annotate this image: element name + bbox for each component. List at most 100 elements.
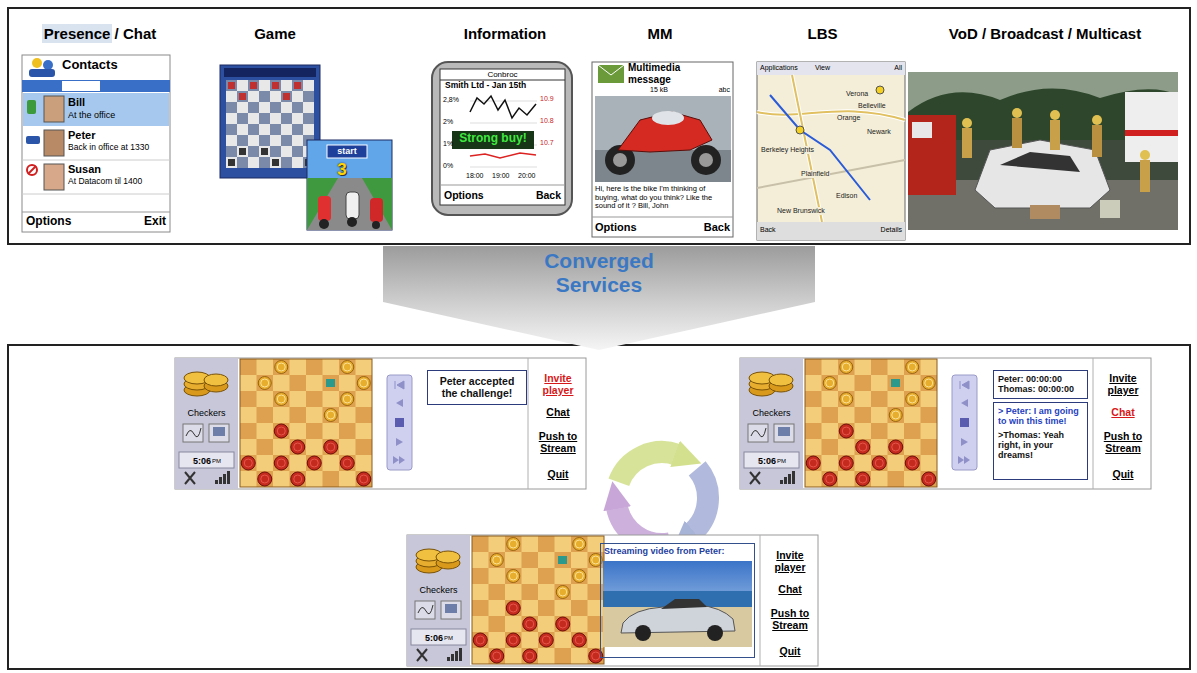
mms-screenshot (652, 111, 684, 125)
service-panel-frame (8, 8, 1190, 669)
game-title: Checkers (742, 408, 801, 418)
service-heading: Presence / Chat (17, 25, 183, 42)
clock-suffix: PM (444, 635, 460, 642)
message-screen-text: 15 kB (650, 86, 680, 94)
timer-text: Thomas: 00:00:00 (998, 384, 1083, 394)
map-text: Applications (760, 64, 810, 72)
service-column: MM (585, 22, 735, 46)
message-screen-text: Multimedia message (628, 62, 723, 85)
chess-game-screenshot (261, 148, 268, 155)
mms-screenshot (595, 96, 731, 182)
chess-game-screenshot (239, 148, 246, 155)
racing-game-screenshot (370, 198, 383, 222)
status-message: Peter accepted the challenge! (432, 375, 522, 399)
menu-link: Invite player (531, 372, 585, 396)
chess-game-screenshot (294, 82, 301, 89)
map-text: Orange (836, 114, 861, 122)
news-video-photo (1092, 115, 1102, 125)
video-caption: Streaming video from Peter: (604, 546, 751, 556)
news-video-photo (1140, 160, 1150, 192)
stock-screen-text: Conbroc (445, 70, 560, 79)
message-screen-text: Options (595, 221, 645, 234)
contacts-screenshot (43, 60, 53, 70)
menu-link: Chat (531, 406, 585, 418)
news-video-photo (908, 115, 956, 195)
news-video-photo (1050, 110, 1060, 120)
map-text: Belleville (857, 102, 887, 110)
game-screen-art (740, 358, 1151, 489)
message-screen-text: Back (680, 221, 730, 234)
converge-arrow: Converged Services (383, 246, 815, 350)
contacts-screenshot (22, 194, 170, 195)
stock-screen-text: Strong buy! (453, 132, 533, 146)
menu-link: Push to Stream (763, 607, 817, 631)
map-screenshot (757, 62, 905, 240)
stock-screenshot (470, 167, 537, 168)
video-box: Streaming video from Peter: (600, 543, 755, 658)
game-screen: Checkers5:06PMInvite playerChatPush to S… (407, 535, 818, 666)
game-screen-art (407, 535, 818, 666)
service-column: Information (420, 22, 590, 46)
message-screen-text: Hi, here is the bike I'm thinking of buy… (595, 185, 731, 211)
game-screen-art (528, 358, 529, 489)
service-column: Game (200, 22, 350, 46)
contacts-screenshot (22, 55, 170, 232)
stock-screen-text: Smith Ltd - Jan 15th (445, 81, 560, 91)
game-screen-art (805, 359, 937, 487)
menu-link: Push to Stream (531, 430, 585, 454)
service-heading: Game (202, 25, 348, 42)
message-screen-text: abc (708, 86, 730, 94)
racing-game-screenshot (307, 140, 392, 230)
chess-game-screenshot (272, 82, 279, 89)
chess-game-screenshot (220, 65, 320, 178)
service-panel-frame (8, 345, 1190, 669)
service-heading: MM (587, 25, 733, 42)
menu-link: Quit (1096, 468, 1150, 480)
chess-game-screenshot (239, 93, 246, 100)
contacts-screenshot (22, 80, 170, 92)
chess-game-screenshot (250, 82, 257, 89)
contacts-screenshot (29, 69, 55, 77)
map-screenshot (757, 111, 905, 120)
mms-screenshot (691, 145, 721, 175)
game-screen-art (740, 358, 1151, 489)
game-screen-art (175, 358, 586, 489)
racing-game-screenshot (327, 145, 367, 158)
contact-list-text: Susan (68, 163, 163, 176)
stock-screenshot (440, 69, 565, 205)
message-box: Peter accepted the challenge! (427, 370, 527, 405)
mms-screenshot (592, 217, 733, 218)
map-text: Edison (835, 192, 858, 200)
game-screen: Checkers5:06PMInvite playerChatPush to S… (740, 358, 1151, 489)
racing-game-screenshot (347, 217, 357, 227)
stock-screenshot (432, 62, 572, 215)
clock-suffix: PM (212, 458, 228, 465)
stock-screen-text: 20:00 (518, 172, 542, 180)
game-screen-art (760, 535, 761, 666)
service-heading: LBS (742, 25, 903, 42)
game-screen-text: start (327, 146, 367, 156)
racing-game-screenshot (307, 178, 392, 230)
news-video-photo (1050, 120, 1060, 150)
news-video-photo (1012, 118, 1022, 148)
news-video-photo (1100, 200, 1120, 218)
cycle-arrows (619, 452, 678, 482)
game-title: Checkers (409, 585, 468, 595)
arrow-label: Converged Services (524, 249, 674, 297)
clock-time: 5:06 (183, 456, 211, 466)
mms-screenshot (613, 153, 627, 167)
news-video-photo (1030, 205, 1060, 219)
stock-screen-text: 19:00 (492, 172, 516, 180)
menu-link: Quit (763, 645, 817, 657)
map-text: Details (866, 226, 902, 234)
map-screenshot (757, 222, 905, 240)
service-column: Presence / Chat (15, 22, 185, 46)
contacts-screenshot (26, 136, 40, 144)
game-screen-art (240, 359, 372, 487)
map-text: View (815, 64, 837, 72)
chess-game-screenshot (228, 159, 235, 166)
map-screenshot (757, 111, 905, 120)
mms-screenshot (592, 62, 733, 237)
game-screen-art (740, 358, 803, 489)
stock-screen-text: 18:00 (466, 172, 490, 180)
